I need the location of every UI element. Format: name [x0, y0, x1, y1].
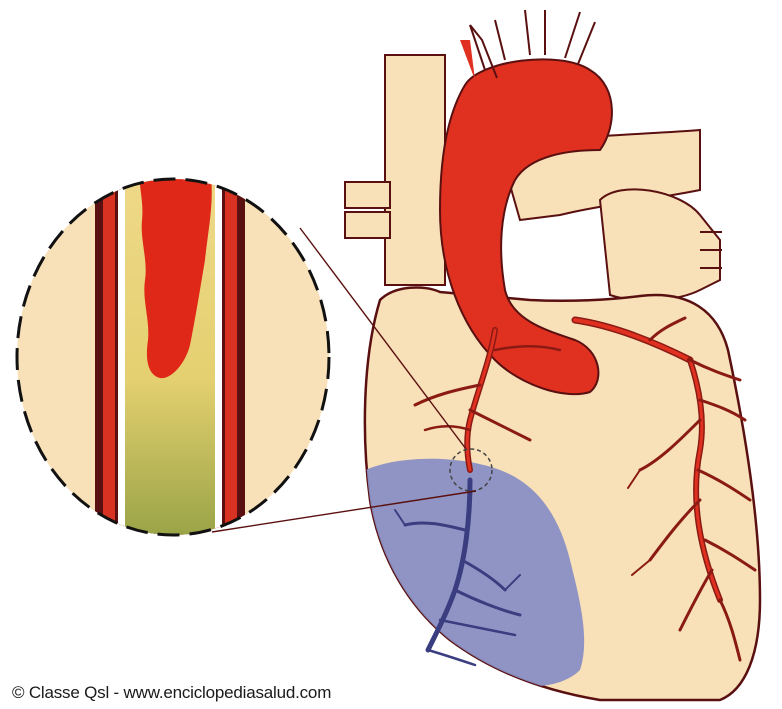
pulmonary-vein-left-upper: [345, 182, 390, 208]
pulmonary-vein-right: [600, 189, 720, 300]
pulmonary-vein-left-lower: [345, 212, 390, 238]
superior-vena-cava: [385, 55, 445, 285]
image-credit: © Classe Qsl - www.enciclopediasalud.com: [12, 683, 331, 703]
magnified-artery-lens: [17, 170, 329, 550]
